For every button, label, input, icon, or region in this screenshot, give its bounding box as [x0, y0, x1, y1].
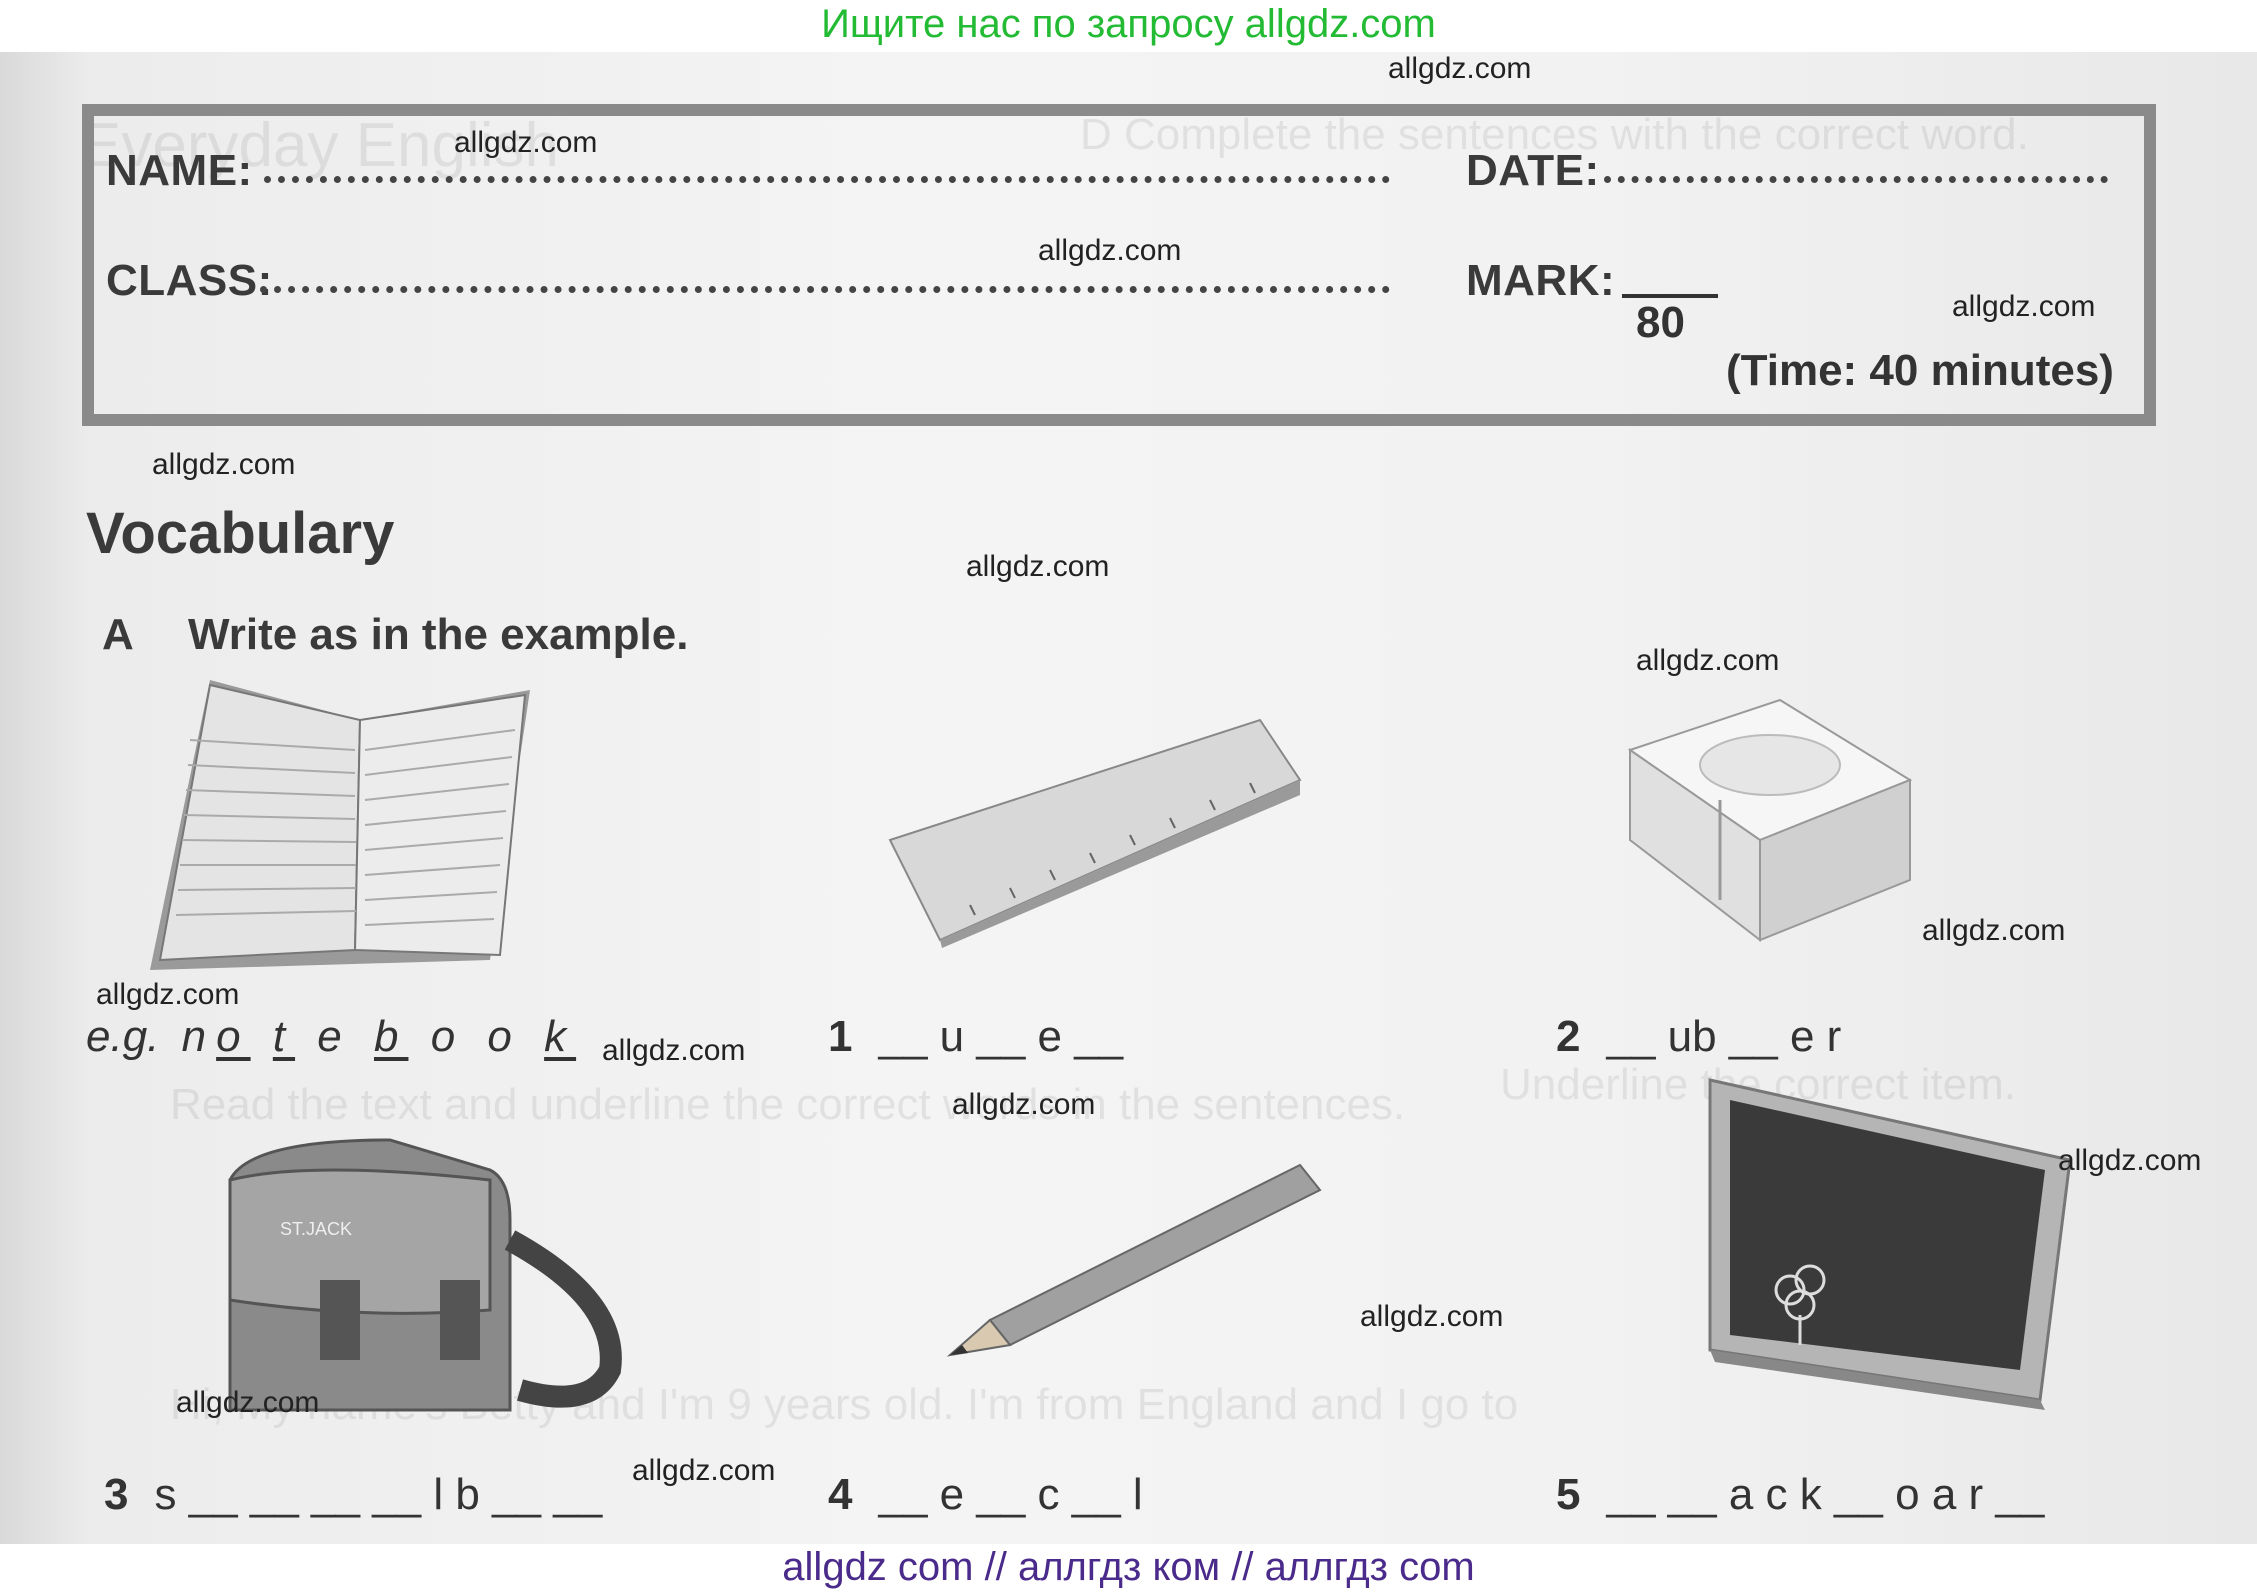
top-watermark: Ищите нас по запросу allgdz.com — [821, 2, 1436, 46]
word-pattern-1[interactable]: __ u __ e __ — [878, 1012, 1124, 1061]
site-watermark: allgdz.com — [454, 126, 598, 159]
schoolbag-icon: ST.JACK — [228, 1138, 622, 1412]
word-pattern-2[interactable]: __ ub __ e r — [1606, 1012, 1842, 1061]
task-instruction: Write as in the example. — [188, 610, 689, 659]
show-through: D Complete the sentences with the correc… — [1080, 110, 2029, 159]
eraser-icon — [1627, 698, 1913, 943]
word-pattern-5[interactable]: __ __ a c k __ o a r __ — [1606, 1470, 2045, 1519]
task-letter: A — [102, 610, 134, 659]
show-through: Everyday English — [80, 111, 560, 180]
site-watermark: allgdz.com — [1388, 52, 1532, 85]
site-watermark: allgdz.com — [1636, 644, 1780, 677]
ruler-icon — [888, 718, 1302, 948]
word-pattern-4[interactable]: __ e __ c __ l — [878, 1470, 1143, 1519]
total-score: 80 — [1636, 298, 1685, 347]
site-watermark: allgdz.com — [1922, 914, 2066, 947]
example-answer: no t e b o o k — [181, 1012, 577, 1061]
site-watermark: allgdz.com — [1360, 1300, 1504, 1333]
bottom-watermark: allgdz com // аллгдз ком // аллгдз com — [782, 1545, 1475, 1589]
name-label: NAME: — [106, 146, 253, 195]
word-pattern-3[interactable]: s __ __ __ __ l b __ __ — [154, 1470, 603, 1519]
blackboard-icon — [1708, 1078, 2072, 1410]
class-label: CLASS: — [106, 256, 273, 305]
site-watermark: allgdz.com — [632, 1454, 776, 1487]
site-watermark: allgdz.com — [1038, 234, 1182, 267]
site-watermark: allgdz.com — [952, 1088, 1096, 1121]
site-watermark: allgdz.com — [152, 448, 296, 481]
student-info-box — [82, 104, 2156, 426]
mark-field[interactable] — [1622, 294, 1718, 298]
example-item: e.g. no t e b o o k — [86, 1012, 576, 1062]
site-watermark: allgdz.com — [2058, 1144, 2202, 1177]
word-item-5: 5__ __ a c k __ o a r __ — [1556, 1470, 2045, 1519]
date-field[interactable] — [1604, 176, 2108, 183]
word-item-1: 1__ u __ e __ — [828, 1012, 1124, 1061]
site-watermark: allgdz.com — [602, 1034, 746, 1067]
name-field[interactable] — [264, 176, 1390, 183]
class-field[interactable] — [260, 286, 1390, 293]
section-title: Vocabulary — [86, 501, 395, 566]
notebook-icon — [150, 680, 530, 970]
show-through: Read the text and underline the correct … — [170, 1080, 1406, 1129]
site-watermark: allgdz.com — [966, 550, 1110, 583]
mark-label: MARK: — [1466, 256, 1616, 305]
pencil-icon — [946, 1163, 1322, 1357]
time-limit: (Time: 40 minutes) — [1726, 346, 2114, 395]
example-label: e.g. — [86, 1012, 160, 1061]
svg-text:ST.JACK: ST.JACK — [280, 1219, 352, 1239]
site-watermark: allgdz.com — [176, 1386, 320, 1419]
site-watermark: allgdz.com — [96, 978, 240, 1011]
word-item-4: 4__ e __ c __ l — [828, 1470, 1143, 1519]
date-label: DATE: — [1466, 146, 1600, 195]
site-watermark: allgdz.com — [1952, 290, 2096, 323]
word-item-2: 2__ ub __ e r — [1556, 1012, 1842, 1061]
